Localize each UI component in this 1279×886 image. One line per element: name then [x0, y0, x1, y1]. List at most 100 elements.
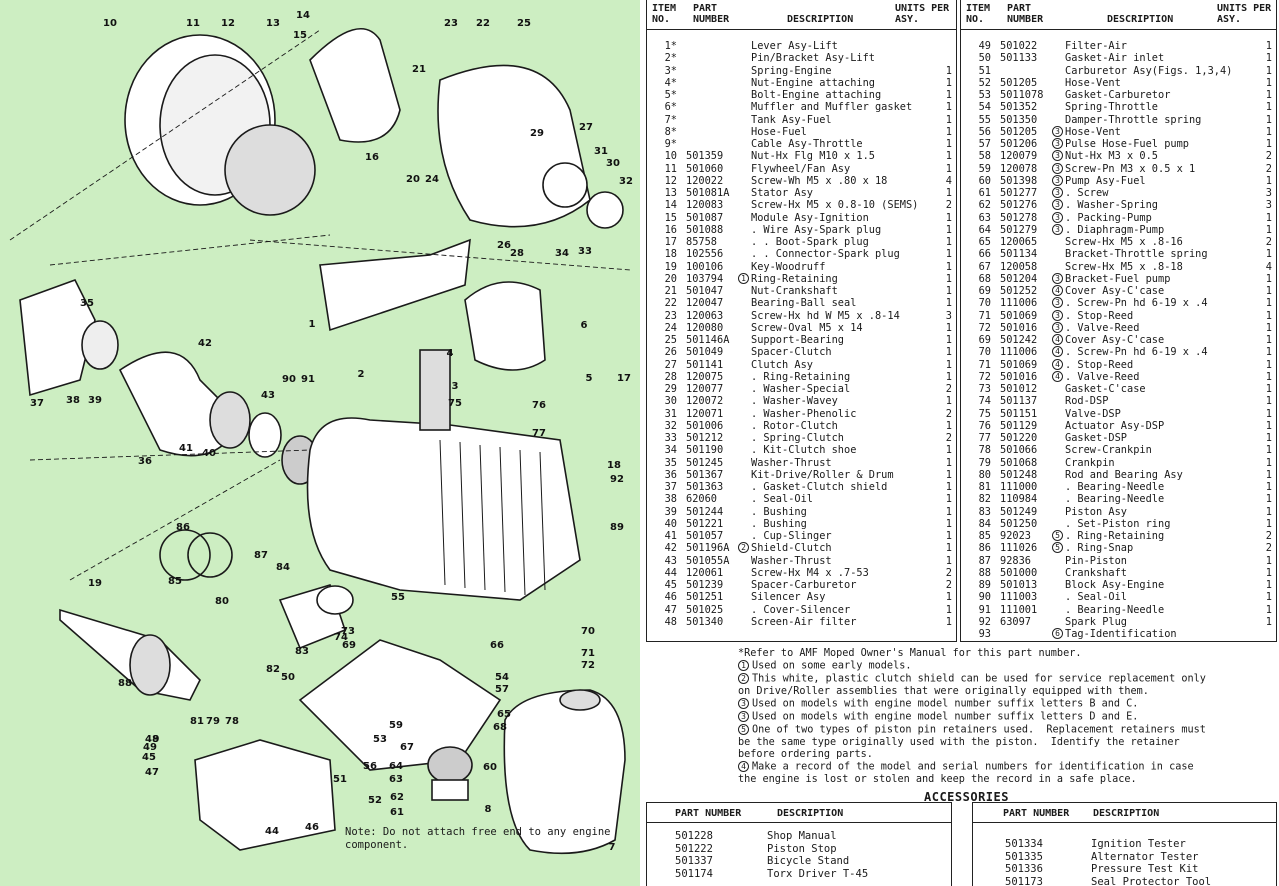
callout-number: 89	[610, 522, 624, 533]
units-per-assembly: 1	[1265, 297, 1272, 310]
accessory-part-number: 501228	[675, 830, 713, 842]
footnote-mark: 3	[1052, 199, 1064, 211]
item-number: 26	[664, 346, 677, 359]
part-number: 62060	[686, 493, 717, 506]
part-number: 501350	[1000, 113, 1038, 126]
item-number: 80	[978, 468, 991, 481]
units-per-assembly: 1	[1265, 615, 1272, 628]
units-per-assembly: 2	[945, 383, 952, 395]
item-number: 86	[978, 542, 991, 555]
table-header: ITEM NO. PART NUMBER DESCRIPTION UNITS P…	[961, 0, 1276, 30]
engine-spring-shape	[419, 349, 451, 431]
units-per-assembly: 1	[1265, 272, 1272, 285]
part-description: . Screw	[1065, 187, 1109, 199]
callout-number: 50	[281, 672, 295, 683]
item-number: 16	[664, 223, 677, 236]
part-description: . Washer-Phenolic	[751, 407, 857, 420]
callout-number: 63	[389, 774, 403, 785]
part-description: . Ring-Retaining	[1065, 530, 1165, 542]
callout-number: 77	[532, 428, 546, 439]
item-number: 10	[664, 150, 677, 163]
callout-number: 64	[389, 761, 403, 772]
part-description: Key-Woodruff	[751, 260, 826, 273]
units-per-assembly: 1	[1265, 505, 1272, 518]
callout-number: 6	[581, 320, 588, 331]
units-per-assembly: 1	[945, 285, 952, 297]
ignition-module-shape	[309, 28, 401, 143]
silencer-shape	[194, 739, 336, 851]
part-number: 501068	[1000, 456, 1038, 469]
item-number: 88	[978, 566, 991, 579]
callout-number: 33	[578, 246, 592, 257]
callout-number: 19	[88, 578, 102, 589]
item-number: 76	[978, 419, 991, 432]
callout-number: 2	[358, 369, 365, 380]
units-per-assembly: 1	[945, 211, 952, 224]
part-number: 501340	[686, 615, 724, 628]
part-description: Spacer-Carburetor	[751, 579, 857, 591]
item-number: 34	[664, 444, 677, 457]
callout-number: 88	[118, 678, 132, 689]
callout-number: 78	[225, 716, 239, 727]
part-number: 120083	[686, 199, 724, 212]
units-per-assembly: 1	[1265, 125, 1272, 138]
part-description: Filter-Air	[1065, 40, 1127, 52]
item-number: 33	[664, 432, 677, 444]
callout-number: 72	[581, 660, 595, 671]
part-description: Cover Asy-C'case	[1065, 285, 1165, 297]
footnote-mark: 3	[1052, 187, 1064, 199]
units-per-assembly: 1	[945, 517, 952, 530]
footnote-mark: 5	[1052, 530, 1064, 542]
part-number: 501359	[686, 150, 724, 163]
part-description: . . Connector-Spark plug	[751, 248, 900, 261]
part-number: 501252	[1000, 285, 1038, 297]
accessory-part-number: 501174	[675, 867, 713, 880]
item-number: 56	[978, 125, 991, 138]
part-description: . Seal-Oil	[751, 493, 813, 506]
part-number: 120058	[1000, 260, 1038, 273]
item-number: 87	[978, 554, 991, 567]
units-per-assembly: 1	[945, 468, 952, 481]
item-number: 22	[664, 297, 677, 310]
footnote-mark: 1	[738, 272, 750, 285]
units-per-assembly: 1	[945, 150, 952, 163]
callout-number: 81	[190, 716, 204, 727]
units-per-assembly: 1	[1265, 248, 1272, 261]
item-number: 4*	[664, 76, 677, 89]
units-per-assembly: 1	[945, 419, 952, 432]
item-number: 89	[978, 579, 991, 591]
part-number: 501239	[686, 579, 724, 591]
units-per-assembly: 1	[1265, 101, 1272, 114]
units-per-assembly: 2	[1265, 162, 1272, 175]
part-description: . Stop-Reed	[1065, 309, 1134, 322]
units-per-assembly: 1	[945, 125, 952, 138]
part-description: Kit-Drive/Roller & Drum	[751, 468, 894, 481]
part-description: . Diaphragm-Pump	[1065, 223, 1165, 236]
item-number: 45	[664, 579, 677, 591]
part-description: Carburetor Asy(Figs. 1,3,4)	[1065, 64, 1233, 77]
units-per-assembly: 1	[1265, 517, 1272, 530]
callout-number: 8	[485, 804, 492, 815]
units-per-assembly: 1	[945, 260, 952, 273]
units-per-assembly: 1	[1265, 174, 1272, 187]
part-number: 501025	[686, 603, 724, 616]
item-number: 59	[978, 162, 991, 175]
part-description: Screw-Pn M3 x 0.5 x 1	[1065, 162, 1196, 175]
footnote-mark: 6	[1052, 628, 1064, 640]
item-number: 72	[978, 370, 991, 383]
part-number: 501055A	[686, 554, 730, 567]
units-per-assembly: 1	[945, 481, 952, 493]
units-per-assembly: 1	[945, 346, 952, 359]
part-number: 501205	[1000, 76, 1038, 89]
part-number: 111000	[1000, 481, 1038, 493]
item-number: 82	[978, 493, 991, 506]
part-number: 501134	[1000, 248, 1038, 261]
item-number: 36	[664, 468, 677, 481]
